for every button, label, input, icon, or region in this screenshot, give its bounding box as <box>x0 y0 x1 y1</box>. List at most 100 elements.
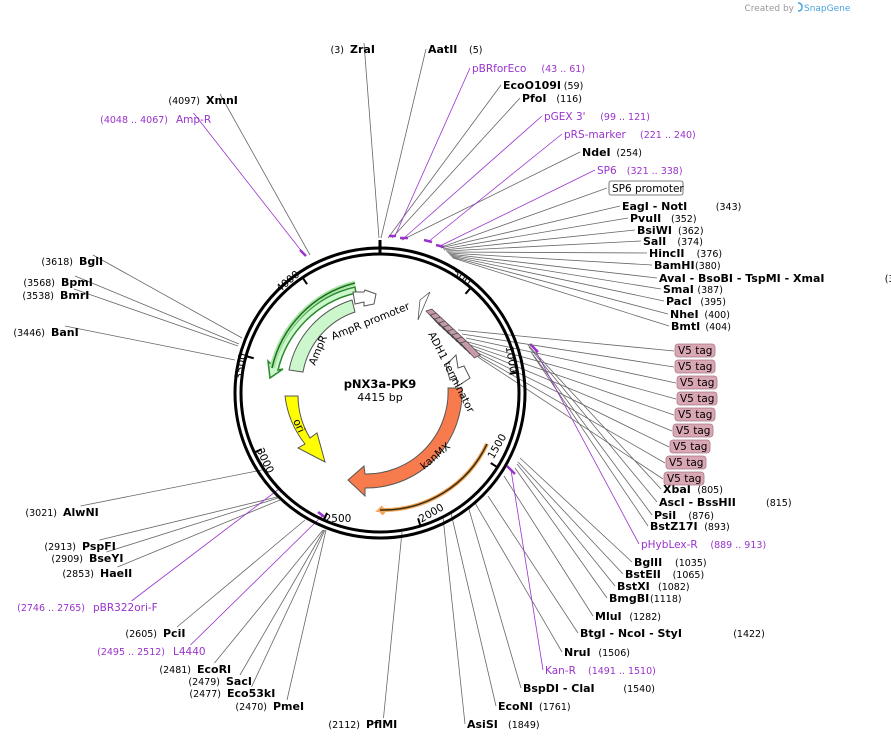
enzyme-name-primary: PsiI <box>654 509 676 522</box>
enzyme-name-primary: BstZ17I <box>650 520 698 533</box>
feature-adh1-terminator[interactable] <box>445 353 471 387</box>
v5-tag-box[interactable]: V5 tag <box>674 359 716 374</box>
v5-tag-label: V5 tag <box>678 345 712 357</box>
v5-tag-box[interactable]: V5 tag <box>674 407 716 422</box>
primer-name: SP6 <box>597 165 617 177</box>
v5-tag-box[interactable]: V5 tag <box>672 423 714 438</box>
enzyme-name: BspDI - ClaI <box>523 682 595 695</box>
enzyme-name: ZraI <box>350 43 375 56</box>
leader-line <box>73 288 239 347</box>
ruler-tick-mark <box>509 371 518 375</box>
enzyme-name: Eco53kI <box>227 687 275 700</box>
primer-binding-mark <box>506 465 516 475</box>
v5-tag-box[interactable]: V5 tag <box>676 375 718 390</box>
enzyme-name: BstXI <box>617 580 650 593</box>
leader-line <box>451 256 669 315</box>
enzyme-name: BamHI <box>654 259 695 272</box>
enzyme-name: EcoO109I <box>503 79 561 92</box>
enzyme-name: EcoNI <box>498 700 533 713</box>
primer-name: pBRforEco <box>472 63 526 75</box>
leader-line <box>457 329 675 352</box>
primer-range: (321 .. 338) <box>627 166 683 177</box>
enzyme-name-primary: EcoO109I <box>503 79 561 92</box>
enzyme-name: PfoI <box>522 92 547 105</box>
enzyme-name-primary: AsiSI <box>467 718 498 731</box>
sp6-promoter-box[interactable]: SP6 promoter <box>608 180 684 196</box>
v5-tag-rect <box>663 471 705 486</box>
features <box>267 280 489 516</box>
enzyme-position: (893) <box>704 522 730 533</box>
leader-line <box>450 255 665 302</box>
leader-line <box>475 353 666 464</box>
feature-ori[interactable] <box>284 395 326 463</box>
enzyme-name: PsiI <box>654 509 676 522</box>
leader-line <box>383 531 403 719</box>
ruler-tick-mark <box>464 287 472 295</box>
leader-line <box>461 333 675 368</box>
primer-name: pBR322ori-F <box>93 602 158 614</box>
enzyme-name: NdeI <box>582 146 611 159</box>
enzyme-separator: - <box>559 682 571 695</box>
v5-tag-box[interactable]: V5 tag <box>665 455 707 470</box>
enzyme-position: (2479) <box>188 677 220 688</box>
leader-line <box>487 495 579 634</box>
feature-ampr-inner <box>288 299 356 373</box>
enzyme-name: PspFI <box>82 540 116 553</box>
leader-line <box>440 205 621 249</box>
leader-line <box>74 275 240 345</box>
enzyme-position: (3538) <box>22 291 54 302</box>
leader-line <box>530 351 653 516</box>
v5-tag-box[interactable]: V5 tag <box>676 391 718 406</box>
feature-v5-tags[interactable] <box>425 308 481 359</box>
primer-range: (889 .. 913) <box>710 540 766 551</box>
enzyme-name: AscI - BssHII <box>659 496 736 509</box>
primer-binding-mark <box>299 249 307 257</box>
plasmid-length: 4415 bp <box>357 391 402 404</box>
enzyme-position: (1540) <box>623 684 655 695</box>
primer-name: Amp-R <box>176 114 211 126</box>
feature-kanmx[interactable] <box>347 387 463 498</box>
v5-tag-label: V5 tag <box>673 441 707 453</box>
primer-name: pHybLex-R <box>641 539 698 551</box>
v5-tag-box[interactable]: V5 tag <box>669 439 711 454</box>
ruler-tick-label: 1000 <box>503 345 519 373</box>
enzyme-separator: - <box>606 627 618 640</box>
enzyme-name: NruI <box>564 646 591 659</box>
enzyme-name: AlwNI <box>63 506 99 519</box>
primer-range: (221 .. 240) <box>640 130 696 141</box>
enzyme-name: SacI <box>226 675 252 688</box>
v5-tag-box[interactable]: V5 tag <box>674 343 716 358</box>
snapgene-logo-icon <box>797 2 803 12</box>
feature-label-ori: ori <box>290 417 307 434</box>
enzyme-name-primary: PfoI <box>522 92 547 105</box>
leader-line <box>471 347 673 432</box>
enzyme-name: BmgBI <box>609 592 649 605</box>
v5-tag-box[interactable]: V5 tag <box>663 471 705 486</box>
feature-small-marker <box>417 291 431 321</box>
enzyme-name: AvaI - BsoBI - TspMI - XmaI <box>659 272 824 285</box>
enzyme-name: PflMI <box>366 718 397 731</box>
primer-range: (43 .. 61) <box>541 64 585 75</box>
primer-name: pRS-marker <box>564 129 627 141</box>
enzyme-name-primary: BglII <box>634 556 662 569</box>
enzyme-position: (374) <box>677 237 703 248</box>
enzyme-separator: - <box>685 496 697 509</box>
enzyme-name: BglII <box>634 556 662 569</box>
leader-line <box>251 529 326 688</box>
enzyme-name-primary: BstXI <box>617 580 650 593</box>
feature-ampr[interactable] <box>267 286 357 380</box>
primer-name: Kan-R <box>545 665 576 677</box>
enzyme-position: (376) <box>697 249 723 260</box>
leader-line <box>427 133 563 243</box>
leader-line <box>80 469 263 507</box>
leader-line <box>516 463 616 587</box>
enzyme-position: (1422) <box>733 629 765 640</box>
enzyme-name: AsiSI <box>467 718 498 731</box>
plasmid-name: pNX3a-PK9 <box>344 377 417 391</box>
enzyme-name: SmaI <box>663 283 694 296</box>
leader-line <box>441 187 608 248</box>
feature-ampr-promoter[interactable] <box>352 289 377 307</box>
primer-range: (4048 .. 4067) <box>100 115 168 126</box>
enzyme-name: HincII <box>649 247 685 260</box>
